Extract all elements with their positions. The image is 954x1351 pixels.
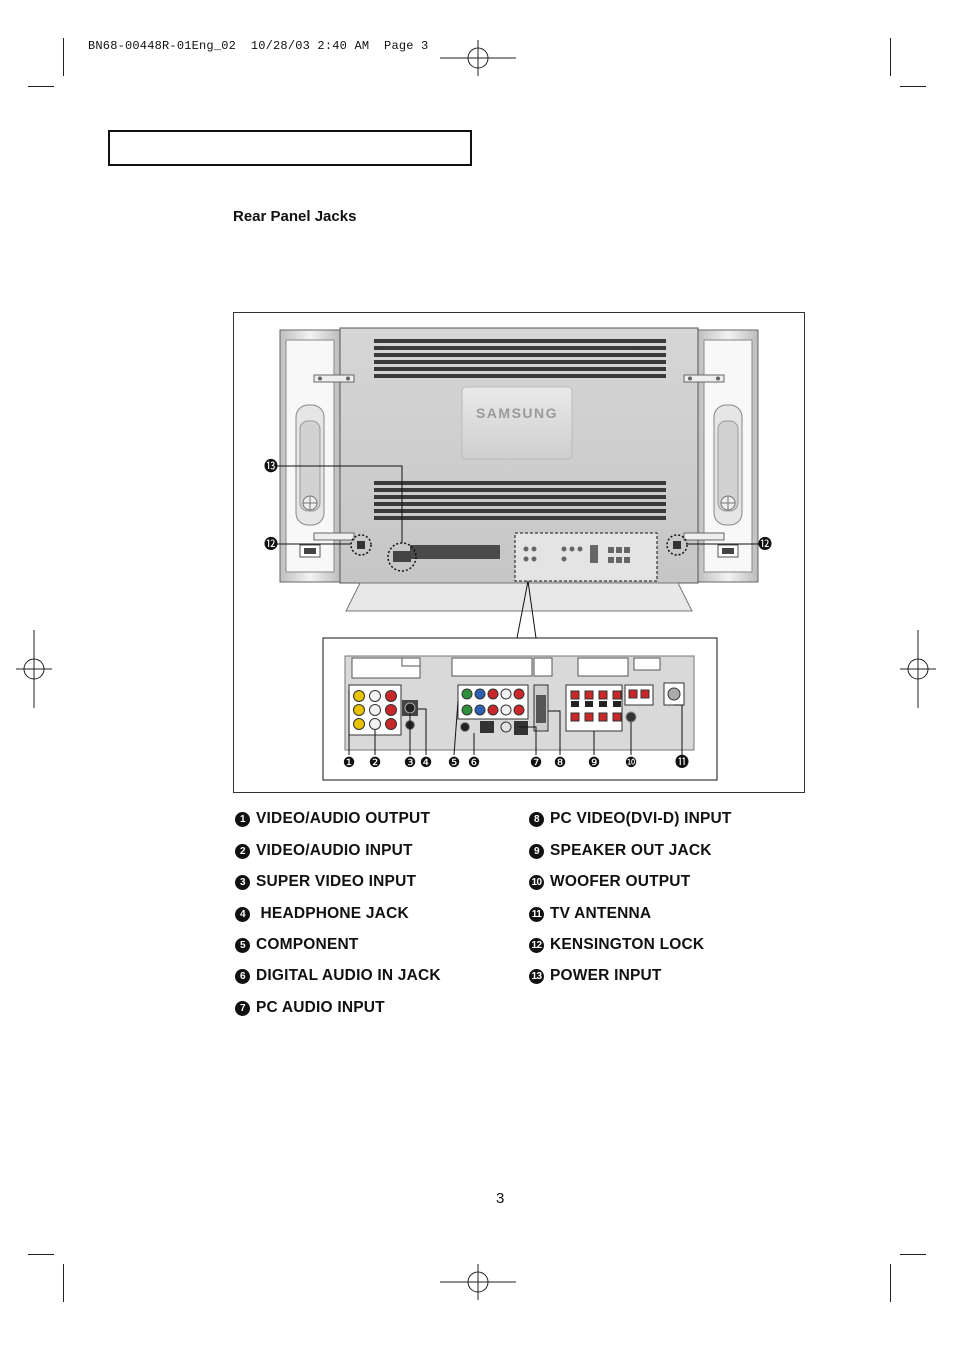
callout-number: ❺ [448,754,461,770]
number-icon: 10 [529,874,544,890]
callout-number: ❸ [404,754,417,770]
legend-item-pc-video-dvi: 8 PC VIDEO(DVI-D) INPUT [529,810,732,828]
callout-number: ⓬ [758,536,772,552]
callout-number: ⓬ [264,536,278,552]
callout-number: ⓫ [675,754,689,770]
crop-mark [28,1254,54,1255]
legend-label: DIGITAL AUDIO IN JACK [256,967,441,984]
number-icon: 6 [235,968,250,984]
legend-item-headphone-jack: 4 HEADPHONE JACK [235,905,409,923]
legend-label: SPEAKER OUT JACK [550,842,712,859]
rear-panel-figure: SAMSUNG [233,312,805,793]
callout-number: ❼ [530,754,543,770]
legend-item-power-input: 13 POWER INPUT [529,967,662,985]
number-icon: 11 [529,906,544,922]
legend-label: POWER INPUT [550,967,662,984]
legend-item-digital-audio-in: 6 DIGITAL AUDIO IN JACK [235,967,441,985]
registration-mark [900,630,936,708]
number-icon: 7 [235,1000,250,1016]
legend-label: VIDEO/AUDIO INPUT [256,842,413,859]
number-icon: 8 [529,811,544,827]
print-slug: BN68-00448R-01Eng_02 10/28/03 2:40 AM Pa… [88,39,429,53]
registration-mark [440,1264,516,1300]
crop-mark [900,86,926,87]
crop-mark [28,86,54,87]
rear-panel-illustration: SAMSUNG [264,327,772,781]
legend-label: PC AUDIO INPUT [256,999,385,1016]
number-icon: 9 [529,843,544,859]
callout-number: ❷ [369,754,382,770]
legend-item-video-audio-input: 2 VIDEO/AUDIO INPUT [235,842,413,860]
number-icon: 3 [235,874,250,890]
number-icon: 2 [235,843,250,859]
number-icon: 1 [235,811,250,827]
legend-item-video-audio-output: 1 VIDEO/AUDIO OUTPUT [235,810,430,828]
registration-mark [16,630,52,708]
legend-item-woofer-output: 10 WOOFER OUTPUT [529,873,690,891]
legend-label: WOOFER OUTPUT [550,873,691,890]
number-icon: 13 [529,968,544,984]
legend-label: HEADPHONE JACK [256,905,409,922]
crop-mark [900,1254,926,1255]
chapter-title-box [108,130,472,166]
number-icon: 12 [529,937,544,953]
registration-mark [440,40,516,76]
crop-mark [63,38,64,76]
legend-item-pc-audio-input: 7 PC AUDIO INPUT [235,999,385,1017]
callout-number: ❶ [343,754,356,770]
callout-number: ❻ [468,754,481,770]
legend-item-kensington-lock: 12 KENSINGTON LOCK [529,936,704,954]
number-icon: 4 [235,906,250,922]
page-number: 3 [496,1190,505,1207]
crop-mark [63,1264,64,1302]
tv-stand [345,582,693,612]
legend-item-speaker-out: 9 SPEAKER OUT JACK [529,842,712,860]
legend-item-super-video-input: 3 SUPER VIDEO INPUT [235,873,416,891]
legend-label: KENSINGTON LOCK [550,936,705,953]
section-title: Rear Panel Jacks [233,208,357,225]
legend-label: COMPONENT [256,936,359,953]
legend-label: VIDEO/AUDIO OUTPUT [256,810,431,827]
legend-label: PC VIDEO(DVI-D) INPUT [550,810,732,827]
brand-logo: SAMSUNG [476,405,558,421]
legend-label: SUPER VIDEO INPUT [256,873,417,890]
legend-item-component: 5 COMPONENT [235,936,359,954]
number-icon: 5 [235,937,250,953]
callout-number: ❽ [554,754,567,770]
legend-label: TV ANTENNA [550,905,652,922]
callout-number: ❾ [588,754,601,770]
callout-number: ⓭ [264,458,278,474]
callout-number: ❹ [420,754,433,770]
crop-mark [890,38,891,76]
callout-number: ❿ [625,754,638,770]
crop-mark [890,1264,891,1302]
tv-body: SAMSUNG [313,327,725,584]
legend-item-tv-antenna: 11 TV ANTENNA [529,905,651,923]
